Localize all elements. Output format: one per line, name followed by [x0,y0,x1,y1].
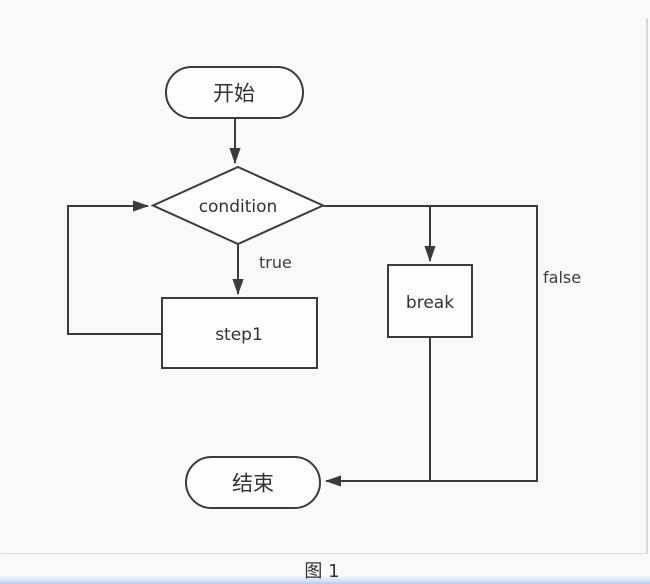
figure-caption: 图 1 [304,561,339,582]
false-branch-label: false [543,268,581,287]
break-node [387,264,473,338]
break-node-label: break [406,293,454,313]
edge-step1-loop-to-condition [67,200,162,335]
true-branch-label: true [259,253,292,272]
step1-node-label: step1 [215,325,263,345]
condition-node-label: condition [199,197,278,217]
end-node-label: 结束 [232,471,274,495]
step1-node [161,297,318,369]
start-node-label: 开始 [213,81,255,105]
condition-node [150,165,326,246]
end-node [185,456,321,509]
start-node [165,66,304,119]
page-bottom-gradient [0,576,650,584]
